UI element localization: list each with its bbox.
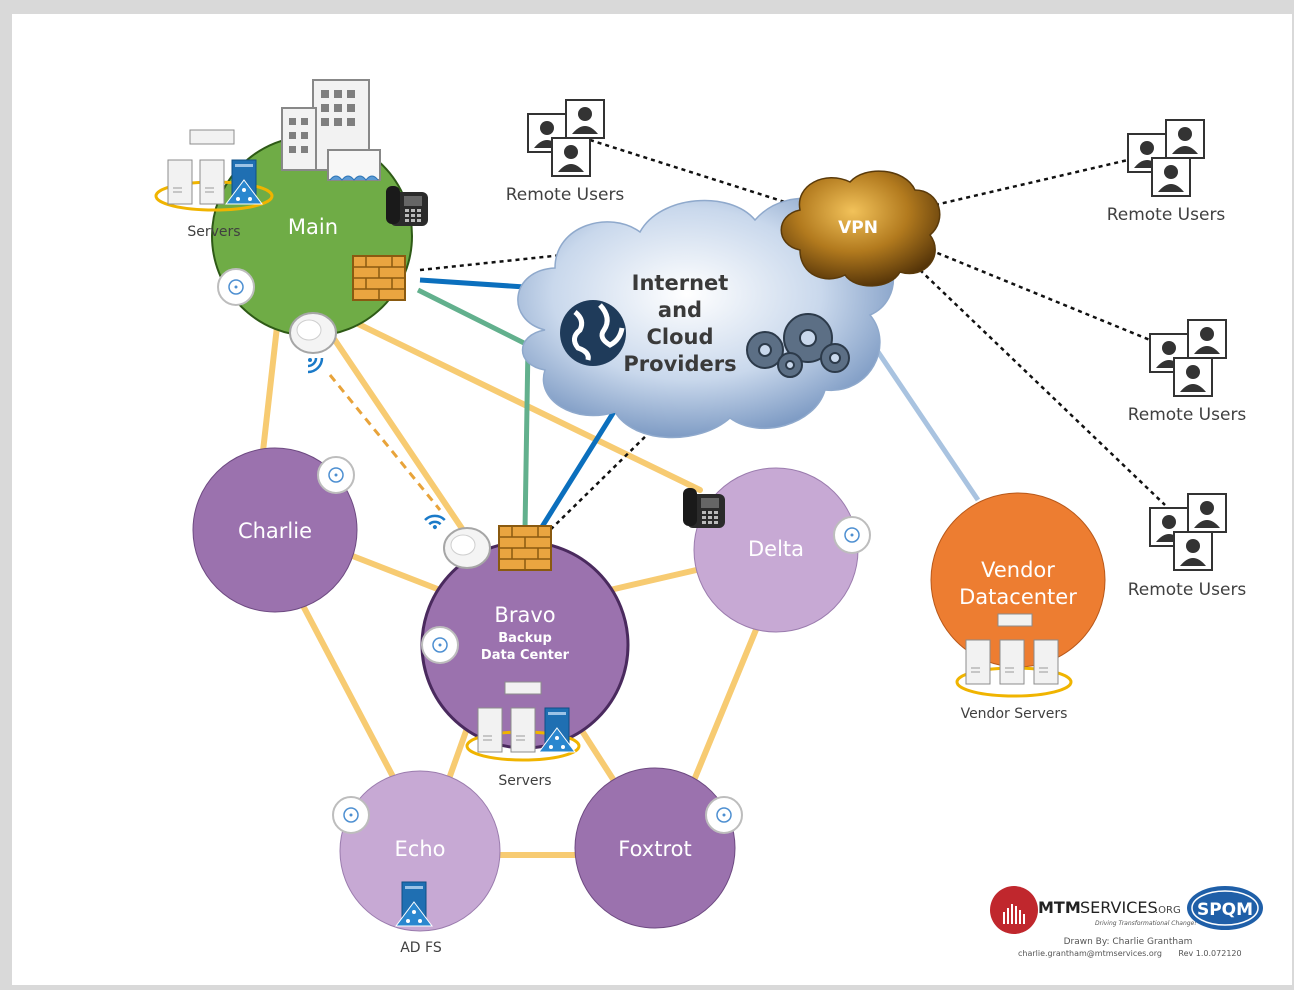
link-delta-foxtrot bbox=[687, 617, 763, 793]
site-vendor-label-1: Vendor bbox=[981, 558, 1055, 582]
office-building-icon bbox=[281, 79, 381, 181]
site-echo[interactable]: Echo bbox=[339, 770, 501, 932]
spqm-badge: SPQM bbox=[1187, 886, 1263, 930]
link-charlie-echo bbox=[297, 597, 403, 793]
globe-icon bbox=[560, 300, 626, 366]
vendor-servers-label: Vendor Servers bbox=[961, 706, 1068, 722]
foxtrot-access-point-icon bbox=[705, 796, 743, 834]
remote-users-group-4[interactable]: Remote Users bbox=[1128, 493, 1247, 600]
remote-users-label-2: Remote Users bbox=[1107, 205, 1226, 225]
remote-users-label-4: Remote Users bbox=[1128, 580, 1247, 600]
site-foxtrot[interactable]: Foxtrot bbox=[574, 767, 736, 929]
bravo-access-point-icon bbox=[421, 626, 459, 664]
main-firewall-icon bbox=[352, 255, 406, 301]
site-foxtrot-label: Foxtrot bbox=[618, 837, 691, 861]
remote-users-group-1[interactable]: Remote Users bbox=[506, 99, 625, 205]
wireless-link-main-bravo bbox=[328, 374, 442, 511]
cloud-label-line3: Cloud bbox=[646, 325, 713, 349]
site-bravo-sublabel-2: Data Center bbox=[481, 648, 570, 663]
delta-phone-icon bbox=[683, 488, 725, 528]
drawn-by-text: Drawn By: Charlie Grantham bbox=[1064, 937, 1193, 947]
remote-users-label-3: Remote Users bbox=[1128, 405, 1247, 425]
adfs-label: AD FS bbox=[400, 940, 442, 956]
contact-email-text: charlie.grantham@mtmservices.org bbox=[1018, 949, 1162, 958]
mtm-services-logo: MTM SERVICES .ORG Driving Transformation… bbox=[990, 886, 1197, 934]
site-bravo-label: Bravo bbox=[494, 603, 555, 627]
bravo-servers-icon bbox=[465, 681, 581, 762]
main-access-point-icon bbox=[217, 268, 255, 306]
site-vendor-label-2: Datacenter bbox=[959, 585, 1077, 609]
link-vendor-internet bbox=[867, 338, 981, 502]
link-bravo-internet bbox=[537, 408, 618, 532]
site-charlie-label: Charlie bbox=[238, 519, 312, 543]
logo-tagline: Driving Transformational Change! bbox=[1095, 920, 1197, 927]
main-servers-label: Servers bbox=[187, 224, 240, 240]
link-charlie-bravo bbox=[347, 552, 443, 593]
logo-text-mtm: MTM bbox=[1038, 898, 1081, 917]
remote-users-group-3[interactable]: Remote Users bbox=[1128, 319, 1247, 425]
vpn-label: VPN bbox=[838, 218, 878, 238]
vendor-servers-icon bbox=[955, 613, 1073, 698]
charlie-access-point-icon bbox=[317, 456, 355, 494]
remote-users-group-2[interactable]: Remote Users bbox=[1107, 119, 1226, 225]
bravo-servers-label: Servers bbox=[498, 773, 551, 789]
spqm-badge-text: SPQM bbox=[1197, 900, 1253, 920]
cloud-label-line2: and bbox=[658, 298, 702, 322]
cloud-label-line4: Providers bbox=[623, 352, 736, 376]
logo-text-org: .ORG bbox=[1155, 905, 1181, 916]
remote-users-label-1: Remote Users bbox=[506, 185, 625, 205]
logo-text-services: SERVICES bbox=[1080, 898, 1158, 917]
vpn-cloud: VPN bbox=[780, 170, 941, 287]
site-delta[interactable]: Delta bbox=[693, 467, 859, 633]
cloud-label-line1: Internet bbox=[632, 271, 729, 295]
delta-access-point-icon bbox=[833, 516, 871, 554]
revision-text: Rev 1.0.072120 bbox=[1178, 949, 1241, 958]
internet-cloud: Internet and Cloud Providers bbox=[517, 197, 895, 439]
main-phone-icon bbox=[386, 186, 428, 226]
main-servers-icon bbox=[154, 129, 274, 212]
main-wireless-bridge-icon bbox=[289, 312, 337, 354]
site-main-label: Main bbox=[288, 215, 338, 239]
vpn-tunnel-remote-2 bbox=[934, 158, 1129, 207]
site-echo-label: Echo bbox=[395, 837, 446, 861]
site-bravo-sublabel-1: Backup bbox=[498, 631, 552, 646]
vpn-tunnel-remote-1 bbox=[589, 138, 811, 212]
bravo-wireless-bridge-icon bbox=[443, 527, 491, 569]
echo-access-point-icon bbox=[332, 796, 370, 834]
link-bravo-delta bbox=[607, 565, 708, 593]
gears-icon bbox=[746, 313, 850, 378]
site-delta-label: Delta bbox=[748, 537, 804, 561]
site-charlie[interactable]: Charlie bbox=[192, 447, 358, 613]
bravo-firewall-icon bbox=[498, 525, 552, 571]
vpn-tunnel-remote-4 bbox=[919, 269, 1166, 506]
